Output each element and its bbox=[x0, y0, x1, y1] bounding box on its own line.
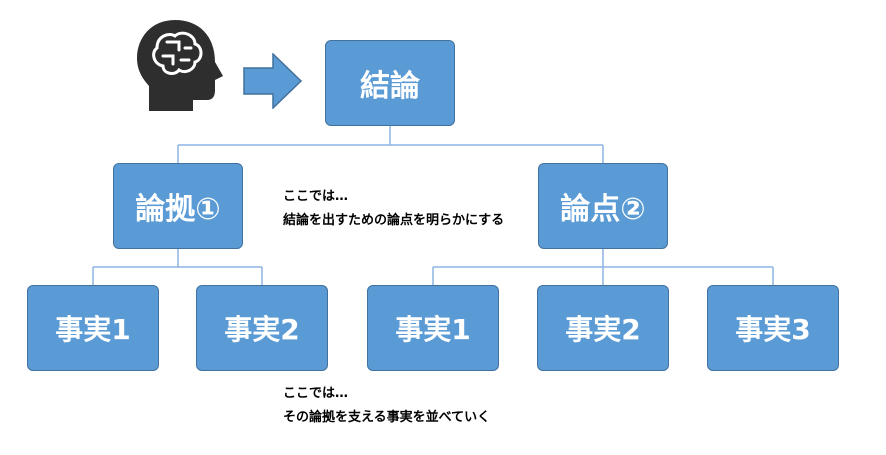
fact-label: 事実2 bbox=[565, 313, 641, 346]
fact-label: 事実1 bbox=[395, 313, 471, 346]
fact-label: 事実2 bbox=[224, 313, 300, 346]
brain-head-icon bbox=[137, 20, 223, 111]
fact-box-2-2: 事実2 bbox=[537, 285, 669, 371]
conclusion-label: 結論 bbox=[360, 69, 420, 104]
right-arrow-icon bbox=[243, 53, 303, 109]
fact-label: 事実1 bbox=[55, 313, 131, 346]
note-bottom: ここでは… その論拠を支える事実を並べていく bbox=[283, 382, 490, 430]
note-bottom-line2: その論拠を支える事実を並べていく bbox=[283, 410, 491, 425]
fact-box-2-1: 事実1 bbox=[367, 285, 499, 371]
note-top-line1: ここでは… bbox=[283, 189, 349, 204]
conclusion-box: 結論 bbox=[325, 40, 455, 126]
note-top: ここでは… 結論を出すための論点を明らかにする bbox=[283, 185, 504, 233]
ground-label-1: 論拠① bbox=[135, 192, 221, 227]
ground-box-2: 論点② bbox=[538, 163, 668, 249]
fact-label: 事実3 bbox=[735, 313, 811, 346]
fact-box-1-1: 事実1 bbox=[27, 285, 159, 371]
fact-box-2-3: 事実3 bbox=[707, 285, 839, 371]
fact-box-1-2: 事実2 bbox=[196, 285, 328, 371]
note-bottom-line1: ここでは… bbox=[283, 386, 349, 401]
note-top-line2: 結論を出すための論点を明らかにする bbox=[283, 213, 505, 228]
ground-label-2: 論点② bbox=[560, 192, 646, 227]
ground-box-1: 論拠① bbox=[113, 163, 243, 249]
